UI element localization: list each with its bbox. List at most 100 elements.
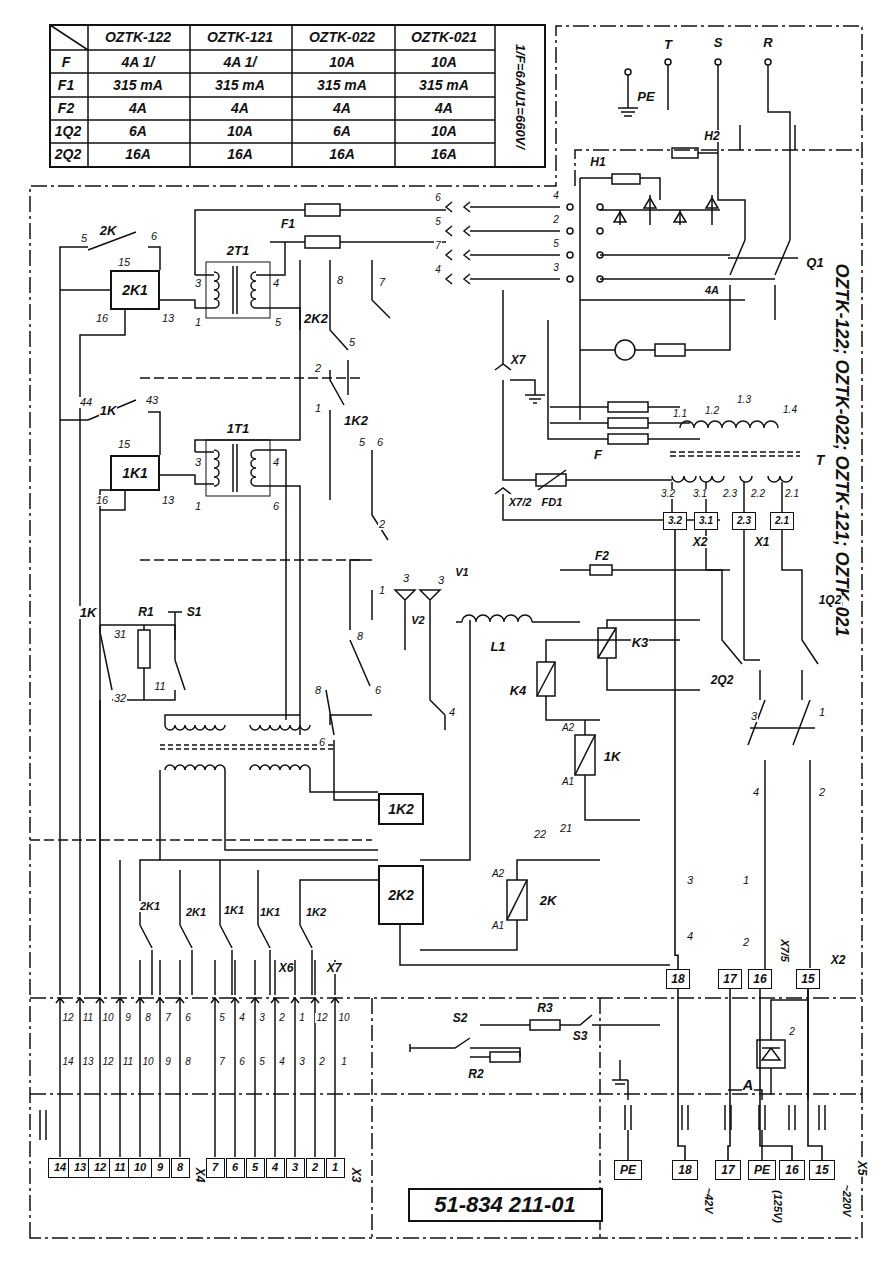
schematic-label: 8 (356, 631, 364, 642)
node-text: 7 (212, 1162, 218, 1174)
terminal-box: 3 (286, 1158, 305, 1178)
schematic-label: 1 (194, 317, 202, 328)
schematic-label: 1.1 (672, 409, 688, 419)
schematic-label: 13 (81, 1057, 94, 1067)
schematic-label: F2 (57, 101, 75, 115)
schematic-label: 3 (750, 711, 758, 722)
node-text: 4 (272, 1162, 278, 1174)
schematic-label: 5 (348, 337, 356, 348)
schematic-label: OZTK-122; OZTK-022; OZTK-121; OZTK-021 (833, 262, 851, 637)
terminal-box: 17 (718, 969, 742, 989)
schematic-label: 4 (448, 707, 456, 718)
wire (760, 989, 792, 1160)
schematic-label: 13 (161, 495, 175, 506)
schematic-label: 14 (61, 1057, 74, 1067)
schematic-label: 7 (218, 1057, 226, 1067)
terminal-box: 3.2 (663, 512, 688, 530)
schematic-label: A (742, 1077, 755, 1092)
schematic-label: V2 (410, 615, 425, 626)
schematic-label: 9 (164, 1057, 172, 1067)
schematic-label: 2.2 (750, 489, 766, 499)
schematic-label: A2 (491, 869, 505, 879)
schematic-label: 3 (194, 278, 202, 289)
schematic-label: 3.2 (660, 489, 676, 499)
schematic-label: 15 (117, 439, 131, 450)
schematic-label: 2 (278, 1013, 286, 1023)
terminal-box: 16 (748, 969, 772, 989)
schematic-label: 16 (95, 495, 109, 506)
node-text: 16 (753, 973, 766, 986)
schematic-label: R2 (467, 1068, 484, 1080)
schematic-label: H2 (703, 130, 720, 142)
node-text: 5 (252, 1162, 258, 1174)
node-text: 2 (312, 1162, 318, 1174)
schematic-label: 10 (141, 1057, 154, 1067)
relay-box: 2K1 (110, 270, 160, 310)
node-text: 18 (678, 1164, 691, 1177)
schematic-label: 1 (314, 403, 322, 414)
schematic-label: X6 (278, 962, 295, 974)
schematic-label: FD1 (541, 497, 564, 508)
schematic-label: 1 (378, 585, 386, 596)
schematic-label: 3 (686, 875, 694, 886)
schematic-label: 10A (226, 124, 254, 138)
schematic-label: 6 (150, 231, 158, 242)
schematic-label: 2K1 (185, 907, 207, 918)
terminal-box: 3.1 (694, 512, 719, 530)
node-text: 8 (177, 1162, 183, 1174)
schematic-label: (125V) (773, 1188, 784, 1223)
schematic-label: 6A (128, 124, 148, 138)
schematic-label: 6 (238, 1057, 246, 1067)
schematic-label: 10 (101, 1013, 114, 1023)
schematic-label: OZTK-122 (104, 30, 172, 44)
node-text: 2.3 (737, 516, 751, 527)
schematic-label: 1T1 (226, 422, 250, 435)
schematic-label: 1K (603, 750, 622, 763)
schematic-label: 16 (95, 313, 109, 324)
schematic-label: 3 (552, 263, 560, 273)
schematic-label: 1K2 (305, 907, 327, 918)
schematic-label: 5 (358, 437, 366, 448)
schematic-label: 2 (818, 787, 826, 798)
relay-box: 1K2 (378, 793, 424, 825)
schematic-label: 2K (99, 224, 118, 237)
schematic-label: 7 (378, 277, 386, 288)
schematic-label: 5 (80, 233, 88, 244)
schematic-label: ~42V (703, 1186, 714, 1214)
relay-box: 2K2 (378, 865, 424, 925)
schematic-label: 4A (434, 101, 454, 115)
schematic-label: V1 (454, 567, 469, 578)
schematic-label: 1K (99, 404, 118, 417)
node-text: PE (620, 1164, 636, 1177)
schematic-label: X7/2 (508, 497, 533, 508)
schematic-label: 6 (376, 437, 384, 448)
schematic-label: 3.1 (692, 489, 708, 499)
node-text: 17 (723, 973, 736, 986)
schematic-label: 315 mA (418, 78, 470, 92)
schematic-label: S1 (186, 606, 203, 618)
schematic-label: 1 (818, 707, 826, 718)
schematic-label: 8 (336, 275, 344, 286)
schematic-label: 11 (153, 681, 166, 692)
schematic-label: 3 (258, 1013, 266, 1023)
terminal-box: 2.3 (732, 512, 757, 530)
schematic-label: S (713, 36, 724, 49)
node-text: 11 (114, 1162, 125, 1174)
schematic-label: 4 (752, 787, 760, 798)
schematic-label: 12 (101, 1057, 114, 1067)
schematic-label: 1 (742, 875, 750, 886)
node-text: 2K2 (388, 888, 414, 903)
schematic-label: A1 (561, 777, 575, 787)
schematic-label: 10A (430, 55, 458, 69)
schematic-label: 1.4 (782, 405, 798, 415)
wire (675, 530, 678, 969)
schematic-label: 2 (314, 363, 322, 374)
terminal-box: 10 (128, 1158, 151, 1178)
schematic-label: 2 (788, 1027, 796, 1037)
schematic-label: 16A (328, 147, 356, 161)
schematic-label: 11 (122, 1057, 134, 1067)
schematic-label: 4 (552, 191, 560, 201)
schematic-label: ~220V (841, 1183, 852, 1217)
terminal-box: 8 (171, 1158, 190, 1178)
